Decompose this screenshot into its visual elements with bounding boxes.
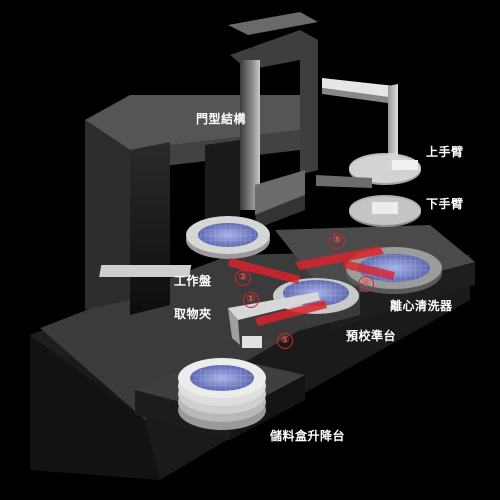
arrow-table-to-prealign bbox=[228, 258, 300, 284]
cassette-lift bbox=[135, 355, 305, 440]
step-3-marker: ③ bbox=[329, 233, 345, 249]
work-table bbox=[99, 216, 270, 277]
gripper-rail bbox=[228, 292, 320, 348]
label-gantry: 門型結構 bbox=[196, 112, 247, 126]
label-worktable: 工作盤 bbox=[174, 274, 212, 288]
label-lower-arm: 下手臂 bbox=[426, 197, 464, 211]
label-gripper: 取物夾 bbox=[174, 307, 212, 321]
cassette-stack bbox=[178, 358, 266, 430]
label-prealign: 預校準台 bbox=[346, 329, 397, 343]
transfer-arrows bbox=[228, 246, 395, 326]
step-5-marker: ⑤ bbox=[277, 333, 293, 349]
gantry-structure bbox=[85, 12, 318, 315]
robot-arms bbox=[316, 78, 421, 227]
arrow-gripper-lower bbox=[255, 300, 327, 326]
arrow-cleaner-return bbox=[343, 260, 395, 280]
label-cassette-lift: 儲料盒升降台 bbox=[270, 429, 346, 443]
step-4-marker: ④ bbox=[358, 276, 374, 292]
step-1-marker: ① bbox=[243, 292, 259, 308]
label-spin-cleaner: 離心清洗器 bbox=[390, 299, 453, 313]
arrow-prealign-to-cleaner bbox=[295, 246, 384, 270]
label-upper-arm: 上手臂 bbox=[426, 145, 464, 159]
step-2-marker: ② bbox=[235, 270, 251, 286]
